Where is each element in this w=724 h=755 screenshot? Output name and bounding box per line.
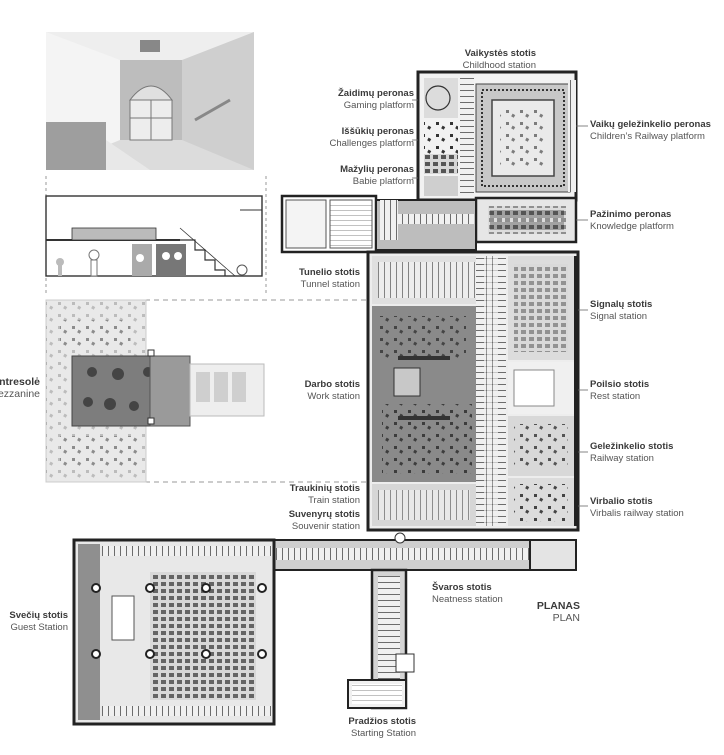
label-title: Iššūkių peronas — [341, 126, 414, 137]
label-subtitle: Souvenir station — [291, 521, 360, 532]
label-subtitle: Starting Station — [351, 728, 416, 739]
label-title: Mažylių peronas — [340, 164, 414, 175]
label-subtitle: Signal station — [590, 311, 648, 322]
label-challenges-platform: Iššūkių peronas Challenges platform — [330, 126, 415, 150]
label-railway-station: Geležinkelio stotis Railway station — [590, 441, 673, 465]
label-title: Poilsio stotis — [590, 379, 650, 390]
label-virbalio-station: Virbalio stotis Virbalis railway station — [590, 496, 684, 520]
label-subtitle: Challenges platform — [329, 138, 415, 149]
label-subtitle: Railway station — [590, 453, 654, 464]
label-rest-station: Poilsio stotis Rest station — [590, 379, 649, 403]
label-childhood-station: Vaikystės stotis Childhood station — [463, 48, 536, 72]
label-subtitle: Virbalis railway station — [590, 508, 684, 519]
label-title: Vaikų geležinkelio peronas — [590, 119, 711, 130]
label-title: Traukinių stotis — [289, 483, 360, 494]
label-title: Signalų stotis — [590, 299, 653, 310]
label-title: Suvenyrų stotis — [288, 509, 360, 520]
label-title: Žaidimų peronas — [337, 88, 414, 99]
label-subtitle: Work station — [307, 391, 360, 402]
starting-station-block — [347, 568, 415, 710]
label-subtitle: Children’s Railway platform — [590, 131, 705, 142]
label-subtitle: Rest station — [590, 391, 641, 402]
label-plan: PLANAS PLAN — [537, 600, 580, 624]
label-title: PLANAS — [536, 600, 580, 612]
leader-lines — [412, 99, 588, 507]
label-title: Švaros stotis — [432, 582, 492, 593]
label-subtitle: Guest Station — [10, 622, 68, 633]
label-title: Pradžios stotis — [348, 716, 416, 727]
label-title: Darbo stotis — [304, 379, 360, 390]
label-subtitle: PLAN — [552, 612, 580, 624]
label-childrens-railway-platform: Vaikų geležinkelio peronas Children’s Ra… — [590, 119, 711, 143]
label-title: Tunelio stotis — [298, 267, 360, 278]
label-subtitle: Tunnel station — [300, 279, 360, 290]
label-gaming-platform: Žaidimų peronas Gaming platform — [338, 88, 414, 112]
label-subtitle: Train station — [308, 495, 360, 506]
label-title: Vaikystės stotis — [464, 48, 536, 59]
label-title: Svečių stotis — [9, 610, 68, 621]
label-work-station: Darbo stotis Work station — [305, 379, 360, 403]
label-babie-platform: Mažylių peronas Babie platform — [340, 164, 414, 188]
label-guest-station: Svečių stotis Guest Station — [9, 610, 68, 634]
stair-annex — [280, 194, 378, 254]
label-title: Pažinimo peronas — [590, 209, 672, 220]
label-title: Virbalio stotis — [590, 496, 653, 507]
lower-corridor — [271, 532, 577, 571]
label-subtitle: Neatness station — [432, 594, 503, 605]
label-train-station: Traukinių stotis Train station — [290, 483, 360, 507]
label-title: Antresolė — [0, 376, 40, 388]
label-title: Geležinkelio stotis — [590, 441, 674, 452]
label-subtitle: Mezzanine — [0, 388, 40, 400]
guest-station-block — [72, 538, 276, 726]
label-neatness-station: Švaros stotis Neatness station — [432, 582, 503, 606]
label-souvenir-station: Suvenyrų stotis Souvenir station — [289, 509, 360, 533]
label-signal-station: Signalų stotis Signal station — [590, 299, 652, 323]
label-knowledge-platform: Pažinimo peronas Knowledge platform — [590, 209, 674, 233]
section-drawing — [45, 176, 267, 296]
top-corridor — [375, 199, 477, 251]
main-hall — [366, 250, 580, 532]
knowledge-platform-block — [474, 196, 578, 244]
mezzanine-plan — [45, 299, 370, 483]
label-subtitle: Childhood station — [462, 60, 536, 71]
label-mezzanine: Antresolė Mezzanine — [0, 376, 40, 400]
interior-photo — [46, 32, 254, 170]
label-starting-station: Pradžios stotis Starting Station — [348, 716, 416, 740]
label-subtitle: Knowledge platform — [590, 221, 674, 232]
label-tunnel-station: Tunelio stotis Tunnel station — [299, 267, 360, 291]
label-subtitle: Gaming platform — [343, 100, 414, 111]
label-subtitle: Babie platform — [352, 176, 414, 187]
childhood-station-block — [416, 70, 578, 202]
